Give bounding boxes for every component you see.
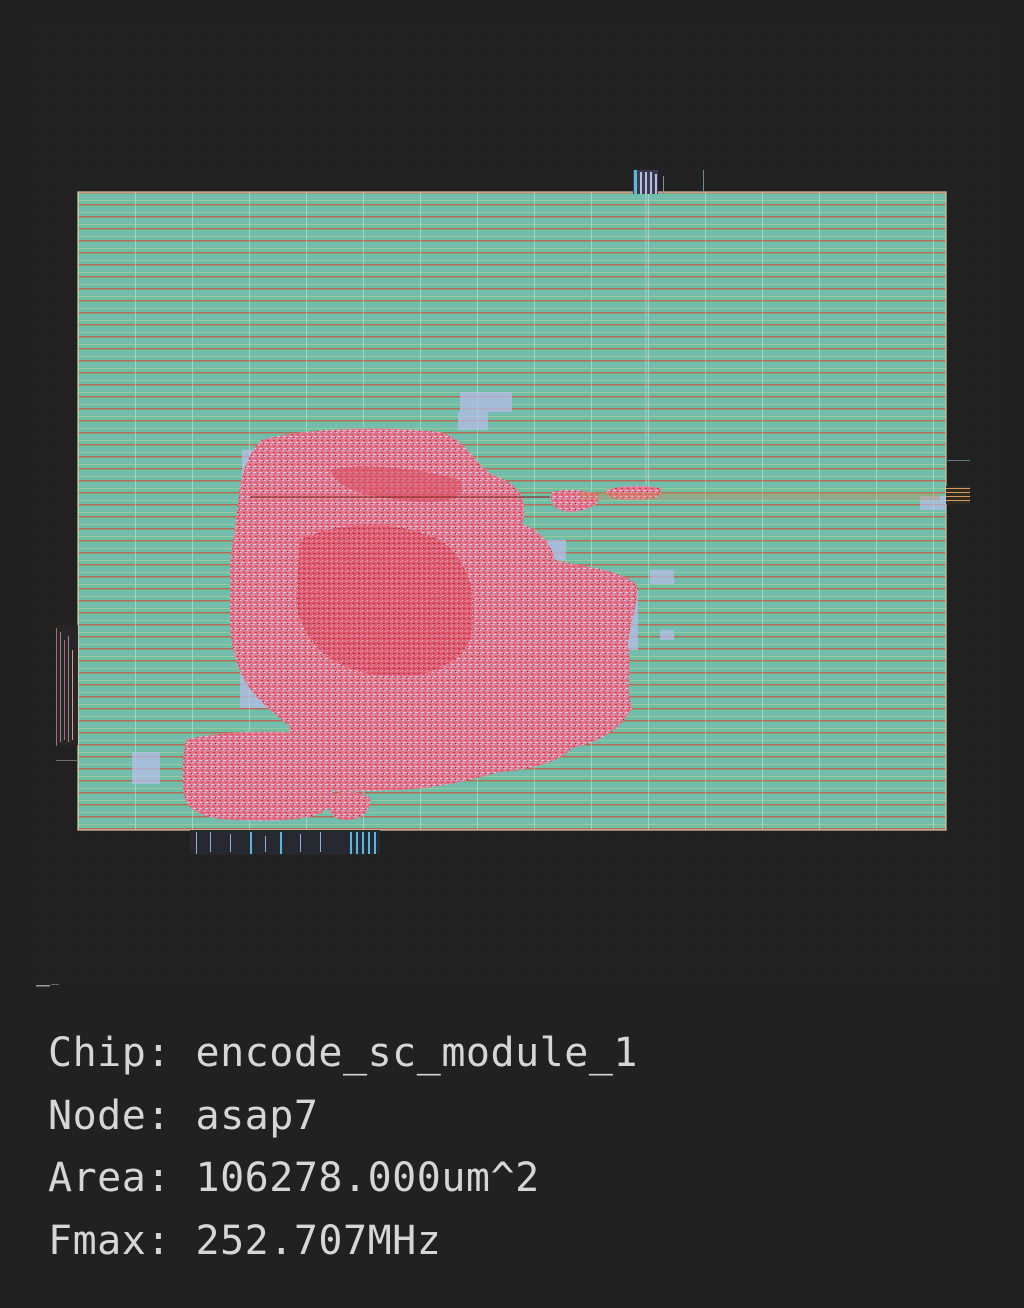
area-line: Area: 106278.000um^2: [48, 1147, 988, 1210]
area-label: Area:: [48, 1155, 171, 1201]
node-line: Node: asap7: [48, 1085, 988, 1148]
chip-name-line: Chip: encode_sc_module_1: [48, 1022, 988, 1085]
node-value: asap7: [195, 1092, 319, 1139]
scale-bar: [36, 984, 59, 987]
fmax-line: Fmax: 252.707MHz: [48, 1210, 988, 1273]
io-pins-left: [56, 625, 78, 761]
io-pins-top: [633, 170, 704, 494]
fmax-value: 252.707MHz: [195, 1217, 442, 1264]
chip-info-panel: Chip: encode_sc_module_1 Node: asap7 Are…: [48, 1022, 988, 1272]
standard-cell-cluster: [182, 428, 940, 821]
area-value: 106278.000um^2: [195, 1155, 540, 1201]
chip-layout-view: [30, 25, 1000, 990]
io-pins-right: [920, 460, 970, 510]
chip-name: encode_sc_module_1: [195, 1030, 638, 1076]
fmax-label: Fmax:: [48, 1217, 171, 1264]
node-label: Node:: [48, 1092, 171, 1139]
chip-label: Chip:: [48, 1030, 171, 1076]
io-pins-bottom: [190, 830, 380, 854]
